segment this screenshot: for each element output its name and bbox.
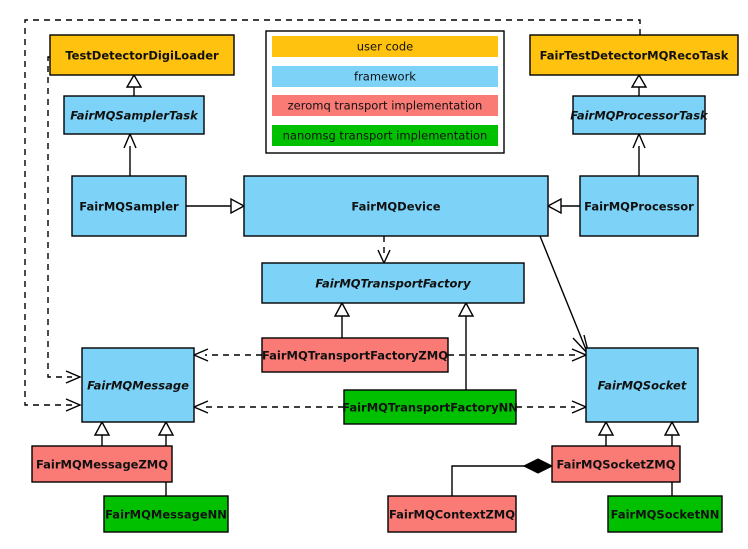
arrowhead-messagezmq-message [93,420,111,436]
node-fairmqsocket[interactable]: FairMQSocket [585,347,699,423]
legend-item-user-code: user code [272,36,498,57]
node-label-fairtestdetectormqrecotask: FairTestDetectorMQRecoTask [540,49,729,63]
arrow-processor-to-processortask [632,132,646,149]
node-fairmqsamplertask[interactable]: FairMQSamplerTask [63,95,205,135]
node-fairmqmessage[interactable]: FairMQMessage [81,347,195,423]
node-label-fairmqsocket: FairMQSocket [598,379,687,393]
node-label-fairmqmessagenn: FairMQMessageNN [105,508,227,522]
node-label-fairmqsampler: FairMQSampler [79,200,179,214]
node-label-fairmqtransportfactorynn: FairMQTransportFactoryNN [342,401,518,415]
legend-label-user-code: user code [357,40,413,54]
node-fairmqsocketzmq[interactable]: FairMQSocketZMQ [551,445,681,483]
arrowhead-sampler-device [230,197,246,215]
edge-contextzmq-to-socketzmq [451,465,530,496]
node-fairmqtransportfactory[interactable]: FairMQTransportFactory [261,262,525,304]
node-label-fairmqmessagezmq: FairMQMessageZMQ [36,458,168,472]
node-label-fairmqsocketnn: FairMQSocketNN [611,508,720,522]
legend-label-framework: framework [354,70,416,84]
legend-item-zeromq: zeromq transport implementation [272,95,498,116]
node-label-fairmqmessage: FairMQMessage [87,379,189,393]
node-label-fairmqsamplertask: FairMQSamplerTask [70,109,199,123]
diamond-contextzmq-socketzmq [522,458,554,474]
arrow-digiloader-to-message [65,370,82,384]
node-fairmqprocessortask[interactable]: FairMQProcessorTask [570,95,709,135]
node-label-fairmqtransportfactoryzmq: FairMQTransportFactoryZMQ [262,349,448,363]
legend-label-zeromq: zeromq transport implementation [288,99,483,113]
arrow-recotask-to-message [65,398,82,412]
arrowhead-processortask-recotask [630,73,648,88]
node-label-testdetectordigiloader: TestDetectorDigiLoader [65,49,219,63]
arrowhead-messagenn-message [157,420,175,436]
color-legend: user code framework zeromq transport imp… [265,30,505,154]
node-fairmqsampler[interactable]: FairMQSampler [71,175,187,237]
node-layer: TestDetectorDigiLoader FairMQSamplerTask… [31,34,739,533]
legend-item-framework: framework [272,66,498,87]
node-label-fairmqtransportfactory: FairMQTransportFactory [315,277,471,291]
arrowhead-processor-device [546,197,562,215]
arrowhead-tfzmq-tf [333,301,351,317]
node-fairmqtransportfactoryzmq[interactable]: FairMQTransportFactoryZMQ [261,337,449,373]
arrowhead-socketnn-socket [663,420,681,436]
node-label-fairmqprocessor: FairMQProcessor [584,200,694,214]
legend-item-nanomsg: nanomsg transport implementation [272,125,498,146]
edge-recotask-to-message [24,19,641,406]
edge-digiloader-to-message [47,56,72,378]
edge-device-to-socket [539,235,588,353]
node-testdetectordigiloader[interactable]: TestDetectorDigiLoader [49,34,235,76]
node-label-fairmqdevice: FairMQDevice [351,200,440,214]
node-label-fairmqsocketzmq: FairMQSocketZMQ [557,458,676,472]
arrow-tfnn-to-message [192,400,209,414]
node-fairmqdevice[interactable]: FairMQDevice [243,175,549,237]
arrowhead-socketzmq-socket [597,420,615,436]
legend-label-nanomsg: nanomsg transport implementation [283,129,488,143]
node-label-fairmqcontextzmq: FairMQContextZMQ [389,508,515,522]
node-fairmqsocketnn[interactable]: FairMQSocketNN [607,495,723,533]
node-label-fairmqprocessortask: FairMQProcessorTask [570,109,709,123]
node-fairmqtransportfactorynn[interactable]: FairMQTransportFactoryNN [342,389,518,425]
arrowhead-tfnn-tf [457,301,475,317]
node-fairmqprocessor[interactable]: FairMQProcessor [579,175,699,237]
node-fairtestdetectormqrecotask[interactable]: FairTestDetectorMQRecoTask [529,34,739,76]
arrow-sampler-to-samplertask [123,132,137,149]
arrowhead-samplertask-digiloader [125,73,143,88]
node-fairmqcontextzmq[interactable]: FairMQContextZMQ [387,495,517,533]
node-fairmqmessagenn[interactable]: FairMQMessageNN [103,495,229,533]
node-fairmqmessagezmq[interactable]: FairMQMessageZMQ [31,445,173,483]
